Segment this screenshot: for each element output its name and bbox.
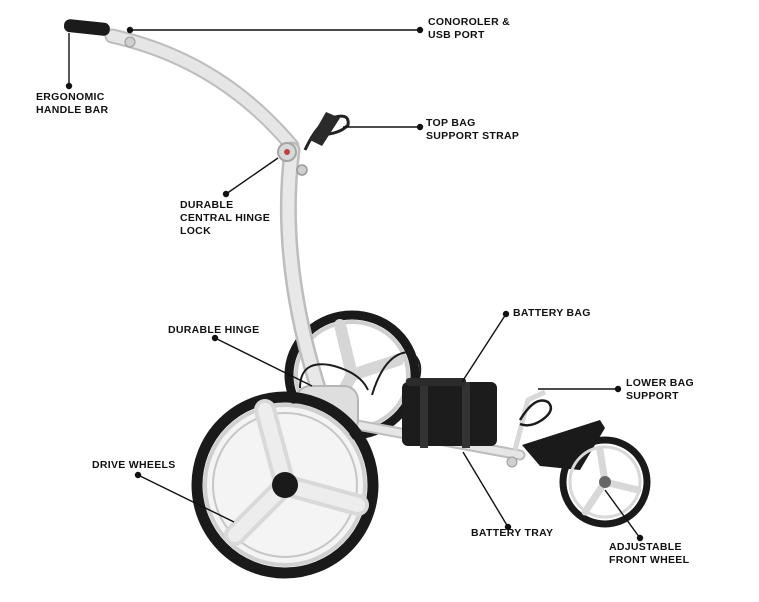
label-line: BATTERY TRAY bbox=[471, 527, 554, 539]
label-line: DRIVE WHEELS bbox=[92, 459, 176, 471]
label-lower-bag-support: LOWER BAG SUPPORT bbox=[626, 377, 694, 403]
label-line: LOWER BAG bbox=[626, 377, 695, 389]
label-top-bag-support-strap: TOP BAG SUPPORT STRAP bbox=[426, 117, 519, 143]
leader-lines bbox=[65, 26, 644, 542]
label-line: CENTRAL HINGE bbox=[180, 212, 271, 224]
label-durable-hinge: DURABLE HINGE bbox=[168, 324, 259, 337]
front-drive-wheel bbox=[191, 391, 379, 579]
label-line: DURABLE bbox=[180, 199, 234, 211]
label-drive-wheels: DRIVE WHEELS bbox=[92, 459, 176, 472]
label-battery-tray: BATTERY TRAY bbox=[471, 527, 553, 540]
label-ergonomic-handle-bar: ERGONOMIC HANDLE BAR bbox=[36, 91, 108, 117]
label-line: FRONT WHEEL bbox=[609, 554, 690, 566]
front-wheel bbox=[559, 436, 651, 528]
label-central-hinge-lock: DURABLE CENTRAL HINGE LOCK bbox=[180, 199, 270, 238]
label-battery-bag: BATTERY BAG bbox=[513, 307, 591, 320]
front-fork bbox=[522, 420, 605, 470]
label-adjustable-front-wheel: ADJUSTABLE FRONT WHEEL bbox=[609, 541, 689, 567]
label-line: CONOROLER & bbox=[428, 16, 511, 28]
label-line: LOCK bbox=[180, 225, 211, 237]
cable bbox=[299, 363, 369, 391]
label-line: TOP BAG bbox=[426, 117, 476, 129]
battery-bag bbox=[402, 378, 497, 448]
label-line: USB PORT bbox=[428, 29, 485, 41]
label-line: ERGONOMIC bbox=[36, 91, 105, 103]
label-line: SUPPORT STRAP bbox=[426, 130, 520, 142]
label-line: SUPPORT bbox=[626, 390, 679, 402]
label-line: HANDLE BAR bbox=[36, 104, 109, 116]
top-bag-strap bbox=[303, 112, 350, 151]
cable bbox=[371, 350, 422, 396]
lower-bag-support bbox=[506, 389, 553, 468]
handle-grip bbox=[63, 19, 136, 48]
label-line: BATTERY BAG bbox=[513, 307, 591, 319]
label-controller-usb-port: CONOROLER & USB PORT bbox=[428, 16, 510, 42]
label-line: ADJUSTABLE bbox=[609, 541, 682, 553]
label-line: DURABLE HINGE bbox=[168, 324, 260, 336]
